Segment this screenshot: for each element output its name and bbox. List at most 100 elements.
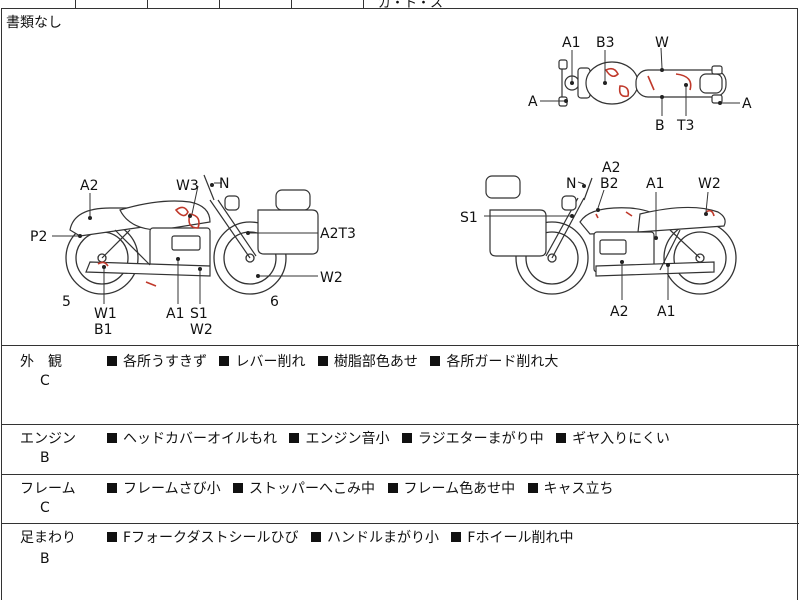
condition-category-name: 足まわり [20,530,76,546]
right-headlight [561,195,577,211]
label-left-W1: W1 [94,306,117,322]
section-divider [1,424,799,425]
label-left-A2T3: A2T3 [320,226,356,242]
condition-item: 樹脂部色あせ [333,354,418,370]
label-top-W: W [655,35,669,51]
right-front-fork [551,197,585,259]
condition-item: ハンドルまがり小 [326,530,439,546]
top-rear-carrier [699,73,723,94]
condition-frame: フレーム C フレームさび小 ストッパーへこみ中 フレーム色あせ中 キャス立ち [0,474,800,523]
bullet-square-icon [310,532,321,542]
bullet-square-icon [107,433,117,443]
bullet-square-icon [430,356,441,366]
condition-item: キャス立ち [543,481,614,497]
bullet-square-icon [107,532,117,542]
section-divider [1,523,799,524]
label-top-A1: A1 [562,35,580,51]
top-rear-indicator-left [711,65,723,75]
condition-item: フレーム色あせ中 [403,481,516,497]
left-side-case [257,209,319,255]
label-top-B: B [655,118,665,134]
label-left-5: 5 [62,294,71,310]
top-table-row-partial: ガ・ト・ス [0,0,800,11]
bullet-square-icon [387,483,398,493]
condition-item: Fフォークダストシールひび [123,530,299,546]
section-divider [1,474,799,475]
condition-item: ストッパーへこみ中 [249,481,376,497]
label-left-W2-rear: W2 [320,270,343,286]
condition-grade: C [40,500,50,516]
label-left-P2: P2 [30,229,47,245]
bullet-square-icon [289,433,300,443]
right-seat-fender [637,206,726,233]
document-note: 書類なし [6,15,62,31]
cell-divider [75,0,76,8]
bullet-square-icon [107,356,117,366]
condition-items: ヘッドカバーオイルもれ エンジン音小 ラジエターまがり中 ギヤ入りにくい [105,428,676,448]
left-front-fork [209,199,251,259]
label-left-A2: A2 [80,178,98,194]
bullet-square-icon [556,433,567,443]
left-damage-marks [97,206,200,287]
label-top-T3: T3 [676,118,694,134]
condition-grade: C [40,373,50,389]
left-mirror [203,174,215,201]
cell-divider [219,0,220,8]
inspection-sheet-frame [1,8,798,600]
condition-exterior: 外 観 C 各所うすきず レバー削れ 樹脂部色あせ 各所ガード削れ大 [0,345,800,424]
label-right-A1: A1 [657,304,675,320]
right-mirror [583,177,593,201]
right-front-wheel [515,221,589,295]
label-right-A2: A2 [610,304,628,320]
condition-items: Fフォークダストシールひび ハンドルまがり小 Fホイール削れ中 [105,527,579,547]
label-right-S1: S1 [460,210,478,226]
left-exhaust [85,261,211,277]
label-left-W2: W2 [190,322,213,338]
label-right-B2: B2 [600,176,619,192]
top-partial-text: ガ・ト・ス [378,0,444,11]
condition-item: 各所ガード削れ大 [446,354,559,370]
bullet-square-icon [401,433,412,443]
condition-item: ラジエターまがり中 [417,431,544,447]
motorcycle-damage-diagram: A1 B3 W A A B T3 [30,35,752,338]
label-right-A1-top: A1 [646,176,664,192]
label-left-W3: W3 [176,178,199,194]
right-top-case [485,175,521,199]
condition-item: ヘッドカバーオイルもれ [123,431,277,447]
left-front-wheel [213,221,287,295]
condition-item: 各所うすきず [123,354,207,370]
label-left-6: 6 [270,294,279,310]
label-left-B1: B1 [94,322,113,338]
label-left-S1: S1 [190,306,208,322]
label-top-B3: B3 [596,35,615,51]
condition-item: エンジン音小 [305,431,390,447]
condition-category-name: フレーム [20,481,76,497]
label-top-A-right: A [742,96,752,112]
bullet-square-icon [233,483,244,493]
condition-category-name: エンジン [20,431,76,447]
cell-divider [291,0,292,8]
bullet-square-icon [527,483,538,493]
left-side-motorcycle: A2 W3 N P2 A2T3 W2 5 W1 B1 A1 S1 W2 6 [30,174,356,338]
bullet-square-icon [317,356,328,366]
top-view-motorcycle: A1 B3 W A A B T3 [528,35,752,134]
top-mirror-left [558,59,568,70]
condition-grade: B [40,450,50,466]
bullet-square-icon [451,532,462,542]
cell-divider [147,0,148,8]
label-right-N: N [566,176,576,192]
condition-category-name: 外 観 [20,354,62,370]
label-left-N: N [219,176,229,192]
left-fuel-tank [119,200,211,231]
label-right-W2: W2 [698,176,721,192]
condition-suspension: 足まわり B Fフォークダストシールひび ハンドルまがり小 Fホイール削れ中 [0,523,800,600]
label-right-A2-top: A2 [602,160,620,176]
condition-items: 各所うすきず レバー削れ 樹脂部色あせ 各所ガード削れ大 [105,351,564,371]
right-exhaust [595,261,715,277]
right-side-motorcycle: A2 N B2 A1 W2 S1 A2 A1 [460,160,737,320]
cell-divider [363,0,364,8]
bullet-square-icon [219,356,230,366]
section-divider [1,345,799,346]
left-headlight [224,195,240,211]
top-damage-marks [604,67,692,98]
